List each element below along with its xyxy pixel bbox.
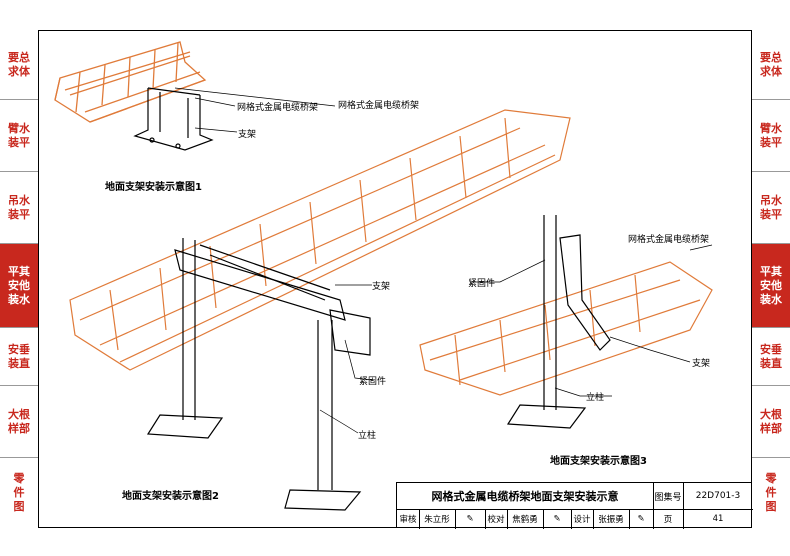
tab-label: 平其安他装水 <box>8 264 30 306</box>
tab-other-horizontal[interactable]: 平其安他装水 <box>752 244 790 328</box>
fig2-support-label: 支架 <box>372 282 391 292</box>
fig3-caption: 地面支架安装示意图3 <box>550 456 647 467</box>
checker-signature: ✎ <box>543 509 572 529</box>
fig2-fastener-label: 紧固件 <box>359 377 387 387</box>
fig3-support-label: 支架 <box>692 359 711 369</box>
fig1-support <box>133 87 214 151</box>
tab-label: 零件图 <box>765 472 777 513</box>
tab-general[interactable]: 要总求体 <box>752 30 790 100</box>
page-label: 页 <box>653 509 684 529</box>
tab-label: 大根样部 <box>8 407 30 435</box>
fig2-support-structure <box>146 238 371 511</box>
title-block: 网格式金属电缆桥架地面支架安装示意 图集号 22D701-3 审核 朱立彤 ✎ … <box>396 482 753 529</box>
tab-label: 要总求体 <box>760 50 782 78</box>
fig2-caption: 地面支架安装示意图2 <box>122 491 219 502</box>
tab-label: 安垂装直 <box>760 342 782 370</box>
checker-name: 焦鹤勇 <box>507 509 544 529</box>
review-label: 审核 <box>397 509 420 529</box>
leader-lines <box>174 87 713 434</box>
reviewer-name: 朱立彤 <box>419 509 456 529</box>
design-label: 设计 <box>571 509 594 529</box>
tab-general[interactable]: 要总求体 <box>0 30 38 100</box>
fig1-tray-label: 网格式金属电缆桥架 <box>237 103 319 113</box>
fig1-tray-label-2: 网格式金属电缆桥架 <box>338 101 420 111</box>
fig3-support-structure <box>506 215 611 429</box>
fig2-post-label: 立柱 <box>358 431 377 441</box>
atlas-no: 22D701-3 <box>695 491 741 501</box>
atlas-no-label: 图集号 <box>653 483 684 509</box>
fig3-post-label: 立柱 <box>586 393 605 403</box>
tab-label: 臂水装平 <box>8 121 30 149</box>
tab-vertical[interactable]: 安垂装直 <box>0 328 38 386</box>
fig1-cable-tray <box>54 41 207 123</box>
tab-label: 吊水装平 <box>760 193 782 221</box>
tab-horizontal-arm[interactable]: 臂水装平 <box>0 100 38 172</box>
tab-horizontal-hanging[interactable]: 吊水装平 <box>0 172 38 244</box>
tab-label: 大根样部 <box>760 407 782 435</box>
tab-vertical[interactable]: 安垂装直 <box>752 328 790 386</box>
check-label: 校对 <box>485 509 508 529</box>
tab-parts[interactable]: 零件图 <box>752 458 790 528</box>
tab-large-samples[interactable]: 大根样部 <box>0 386 38 458</box>
fig1-caption: 地面支架安装示意图1 <box>105 182 202 193</box>
drawing-title: 网格式金属电缆桥架地面支架安装示意 <box>397 483 654 509</box>
page-number: 41 <box>712 514 724 524</box>
drawing-frame <box>38 30 752 528</box>
tab-label: 要总求体 <box>8 50 30 78</box>
right-section-tabs: 要总求体 臂水装平 吊水装平 平其安他装水 安垂装直 大根样部 零件图 <box>752 30 790 528</box>
fig1-support-label: 支架 <box>238 130 257 140</box>
tab-label: 零件图 <box>13 472 25 513</box>
tab-other-horizontal[interactable]: 平其安他装水 <box>0 244 38 328</box>
fig3-fastener-label: 紧固件 <box>468 279 496 289</box>
designer-signature: ✎ <box>629 509 654 529</box>
left-section-tabs: 要总求体 臂水装平 吊水装平 平其安他装水 安垂装直 大根样部 零件图 <box>0 30 38 528</box>
reviewer-signature: ✎ <box>455 509 486 529</box>
tab-horizontal-hanging[interactable]: 吊水装平 <box>752 172 790 244</box>
tab-label: 臂水装平 <box>760 121 782 149</box>
tab-horizontal-arm[interactable]: 臂水装平 <box>752 100 790 172</box>
tab-parts[interactable]: 零件图 <box>0 458 38 528</box>
designer-name: 张振勇 <box>593 509 630 529</box>
fig3-tray-label: 网格式金属电缆桥架 <box>628 235 710 245</box>
fig2-cable-tray <box>69 109 571 371</box>
tab-large-samples[interactable]: 大根样部 <box>752 386 790 458</box>
fig3-cable-tray <box>419 261 713 396</box>
tab-label: 平其安他装水 <box>760 264 782 306</box>
tab-label: 安垂装直 <box>8 342 30 370</box>
tab-label: 吊水装平 <box>8 193 30 221</box>
